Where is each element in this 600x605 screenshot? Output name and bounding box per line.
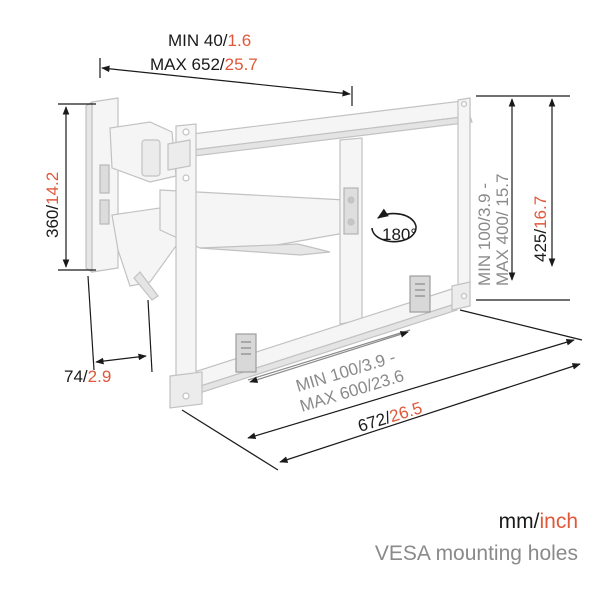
lower-clip-right (409, 275, 431, 313)
rotation-label: 180° (382, 225, 417, 244)
depth-min-label: MIN 40/1.6 (168, 31, 251, 50)
depth-max-inch: 25.7 (225, 55, 258, 74)
width-inch: 26.5 (387, 398, 424, 426)
mount-illustration (85, 97, 473, 409)
left-tv-bracket (167, 123, 203, 409)
vesa-legend: VESA mounting holes (374, 542, 578, 565)
dimension-lines (58, 58, 583, 471)
units-inch: inch (539, 510, 578, 533)
top-rail (175, 99, 473, 159)
vesa-vertical-line1: MIN 100/3.9 - (475, 183, 494, 286)
height-right-label: 425/16.7 (531, 196, 550, 262)
units-legend: mm/inch (499, 510, 578, 534)
lower-clip-left (235, 333, 257, 373)
upper-arm (109, 121, 177, 183)
depth-min-inch: 1.6 (228, 31, 252, 50)
height-left-inch: 14.2 (43, 172, 62, 205)
middle-arm (159, 189, 351, 256)
wall-plate (85, 97, 119, 274)
height-left-label: 360/14.2 (43, 172, 62, 238)
rotation-indicator: 180° (371, 208, 417, 244)
wall-depth-label: 74/2.9 (64, 367, 111, 386)
wall-depth-inch: 2.9 (88, 367, 112, 386)
units-mm: mm/ (498, 510, 540, 533)
width-label: 672/26.5 (356, 398, 425, 436)
depth-max-label: MAX 652/25.7 (150, 55, 258, 74)
height-right-inch: 16.7 (531, 196, 550, 229)
center-post (339, 137, 363, 325)
right-tv-bracket (451, 97, 471, 311)
vesa-vertical-line2: MAX 400/ 15.7 (493, 174, 512, 286)
